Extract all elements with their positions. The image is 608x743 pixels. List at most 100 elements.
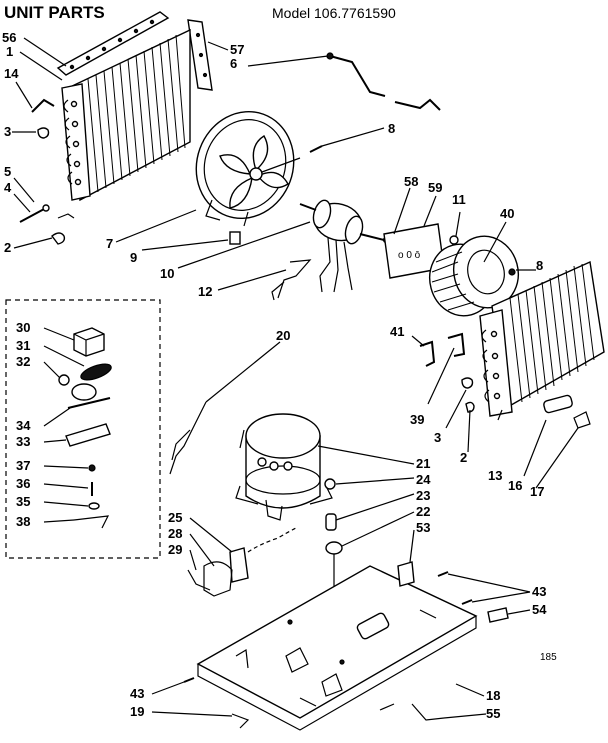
callout-7: 7 xyxy=(106,236,113,251)
nut-part xyxy=(508,268,516,276)
sleeve-part xyxy=(325,513,337,531)
mounting-strap-part xyxy=(67,397,111,409)
bracket-part xyxy=(65,423,111,447)
callout-5: 5 xyxy=(4,164,11,179)
clip-small-part xyxy=(51,232,66,245)
condenser-coil-part xyxy=(479,260,605,417)
condenser-end-plate xyxy=(479,309,513,417)
callout-2: 2 xyxy=(4,240,11,255)
callout-39: 39 xyxy=(410,412,424,427)
callout-32: 32 xyxy=(16,354,30,369)
clip-part xyxy=(37,127,50,139)
callout-55: 55 xyxy=(486,706,500,721)
overload-relay-part xyxy=(73,327,105,357)
bracket-part xyxy=(397,561,415,587)
cap-cover-part xyxy=(58,374,70,386)
grommet-part xyxy=(325,541,343,555)
clamp-part xyxy=(187,569,211,591)
fan-motor-part xyxy=(299,199,390,293)
screw-rod-part xyxy=(19,207,47,223)
callout-19: 19 xyxy=(130,704,144,719)
callout-22: 22 xyxy=(416,504,430,519)
screw-head-part xyxy=(42,204,50,212)
plate-marking: o 0 ō xyxy=(398,250,421,261)
wire-harness-part xyxy=(277,259,312,299)
wire-harness-part xyxy=(271,281,285,301)
coil-top-bracket xyxy=(56,11,170,76)
callout-8-right: 8 xyxy=(536,258,543,273)
callout-40: 40 xyxy=(500,206,514,221)
fan-hub xyxy=(249,167,263,181)
callout-2-right: 2 xyxy=(460,450,467,465)
callout-23: 23 xyxy=(416,488,430,503)
tube-bend-part xyxy=(419,340,436,367)
set-screw-part xyxy=(309,145,323,153)
clip-part xyxy=(461,377,474,389)
callout-17: 17 xyxy=(530,484,544,499)
clip-part xyxy=(411,703,445,721)
nut-part xyxy=(88,464,96,472)
diagram-title: UNIT PARTS xyxy=(4,3,105,22)
callout-56: 56 xyxy=(2,30,16,45)
tube-bend-part xyxy=(31,98,55,113)
callout-1: 1 xyxy=(6,44,13,59)
callout-4: 4 xyxy=(4,180,12,195)
callout-25: 25 xyxy=(168,510,182,525)
clip-part xyxy=(231,713,250,729)
callout-58: 58 xyxy=(404,174,418,189)
fan-blade xyxy=(219,154,252,175)
callout-43: 43 xyxy=(532,584,546,599)
callout-16: 16 xyxy=(508,478,522,493)
blower-wheel-part xyxy=(429,235,519,317)
bracket-clip-part xyxy=(57,213,75,219)
fan-shroud-part xyxy=(195,110,301,227)
screw-part xyxy=(461,599,473,605)
callout-37: 37 xyxy=(16,458,30,473)
callout-33: 33 xyxy=(16,434,30,449)
refrigerant-tube-part xyxy=(326,52,441,111)
callout-57: 57 xyxy=(230,42,244,57)
grommet-part xyxy=(324,478,336,490)
coil-fins xyxy=(87,34,186,193)
clip-part xyxy=(73,515,110,529)
callout-36: 36 xyxy=(16,476,30,491)
bracket-part xyxy=(573,411,591,429)
capacitor-clip-part xyxy=(229,231,241,245)
callout-13: 13 xyxy=(488,468,502,483)
callout-35: 35 xyxy=(16,494,30,509)
callout-38: 38 xyxy=(16,514,30,529)
callout-29: 29 xyxy=(168,542,182,557)
callout-31: 31 xyxy=(16,338,30,353)
callout-20: 20 xyxy=(276,328,290,343)
callout-11: 11 xyxy=(452,192,466,207)
tube-bend-part xyxy=(447,332,466,357)
fan-blade xyxy=(256,171,289,189)
callout-3: 3 xyxy=(4,124,11,139)
inset-box xyxy=(5,299,161,559)
wire-lead-part xyxy=(169,401,207,475)
capacitor-part xyxy=(80,363,112,381)
evaporator-coil xyxy=(56,11,213,202)
clamp-part xyxy=(203,561,233,597)
drawing-code: 185 xyxy=(540,652,557,663)
callout-8: 8 xyxy=(388,121,395,136)
nut-part xyxy=(449,235,459,245)
washer-part xyxy=(88,502,100,510)
callout-6: 6 xyxy=(230,56,237,71)
coil-hairpin-tubes xyxy=(63,99,82,186)
screw-part xyxy=(437,571,449,577)
fan-blade xyxy=(252,135,269,172)
foam-block-part xyxy=(543,394,573,414)
callout-14: 14 xyxy=(4,66,19,81)
callout-54: 54 xyxy=(532,602,547,617)
bracket-part xyxy=(487,607,509,623)
base-pan-part xyxy=(196,565,478,731)
callout-34: 34 xyxy=(16,418,31,433)
callout-21: 21 xyxy=(416,456,430,471)
callout-24: 24 xyxy=(416,472,431,487)
leader-dashed xyxy=(247,527,297,553)
leader-lines xyxy=(12,37,579,719)
model-number: Model 106.7761590 xyxy=(272,5,396,21)
callout-43-left: 43 xyxy=(130,686,144,701)
